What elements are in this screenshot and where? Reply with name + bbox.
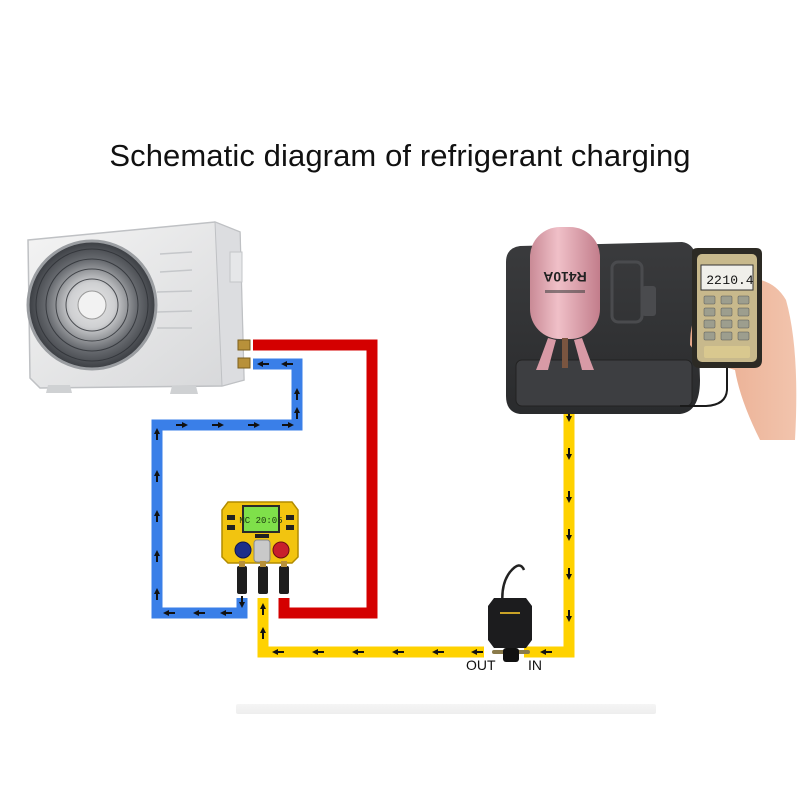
scale-display [700, 264, 754, 291]
center-port [253, 539, 271, 563]
scale-display-right: 10.4 [722, 273, 753, 288]
hanging-hook-icon [501, 564, 526, 609]
manifold-gauge: MC 20:05 [221, 501, 299, 594]
gauge-display-text: MC 20:05 [239, 516, 282, 526]
center-hose [258, 566, 268, 594]
high-hose [279, 566, 289, 594]
outdoor-ac-unit [26, 221, 251, 394]
flow-arrows-blue [154, 361, 300, 616]
filter-in-label: IN [528, 657, 542, 673]
charging-scale-case [506, 242, 700, 414]
refrigerant-cylinder: R410A [530, 227, 600, 370]
scale-keypad[interactable] [703, 295, 750, 341]
gauge-button[interactable] [286, 525, 294, 530]
low-pressure-line-blue [151, 358, 303, 619]
high-pressure-line-red [253, 339, 378, 619]
scale-display-left: 22 [706, 273, 722, 288]
filter-out-label: OUT [466, 657, 496, 673]
charging-scale-handset: 22 10.4 [680, 248, 762, 407]
high-side-knob[interactable] [272, 541, 290, 559]
charging-line-yellow [257, 366, 575, 658]
floor-shadow [236, 704, 656, 714]
gauge-button[interactable] [227, 515, 235, 520]
gauge-button[interactable] [227, 525, 235, 530]
service-valve-high [237, 339, 251, 351]
low-hose [237, 566, 247, 594]
gauge-button[interactable] [286, 515, 294, 520]
cylinder-label: R410A [543, 269, 587, 285]
gauge-display [242, 505, 280, 533]
diagram-title: Schematic diagram of refrigerant chargin… [109, 138, 691, 173]
service-valve-low [237, 357, 251, 369]
flow-arrows-yellow [260, 368, 572, 655]
filter-drier [488, 564, 532, 662]
low-side-knob[interactable] [234, 541, 252, 559]
